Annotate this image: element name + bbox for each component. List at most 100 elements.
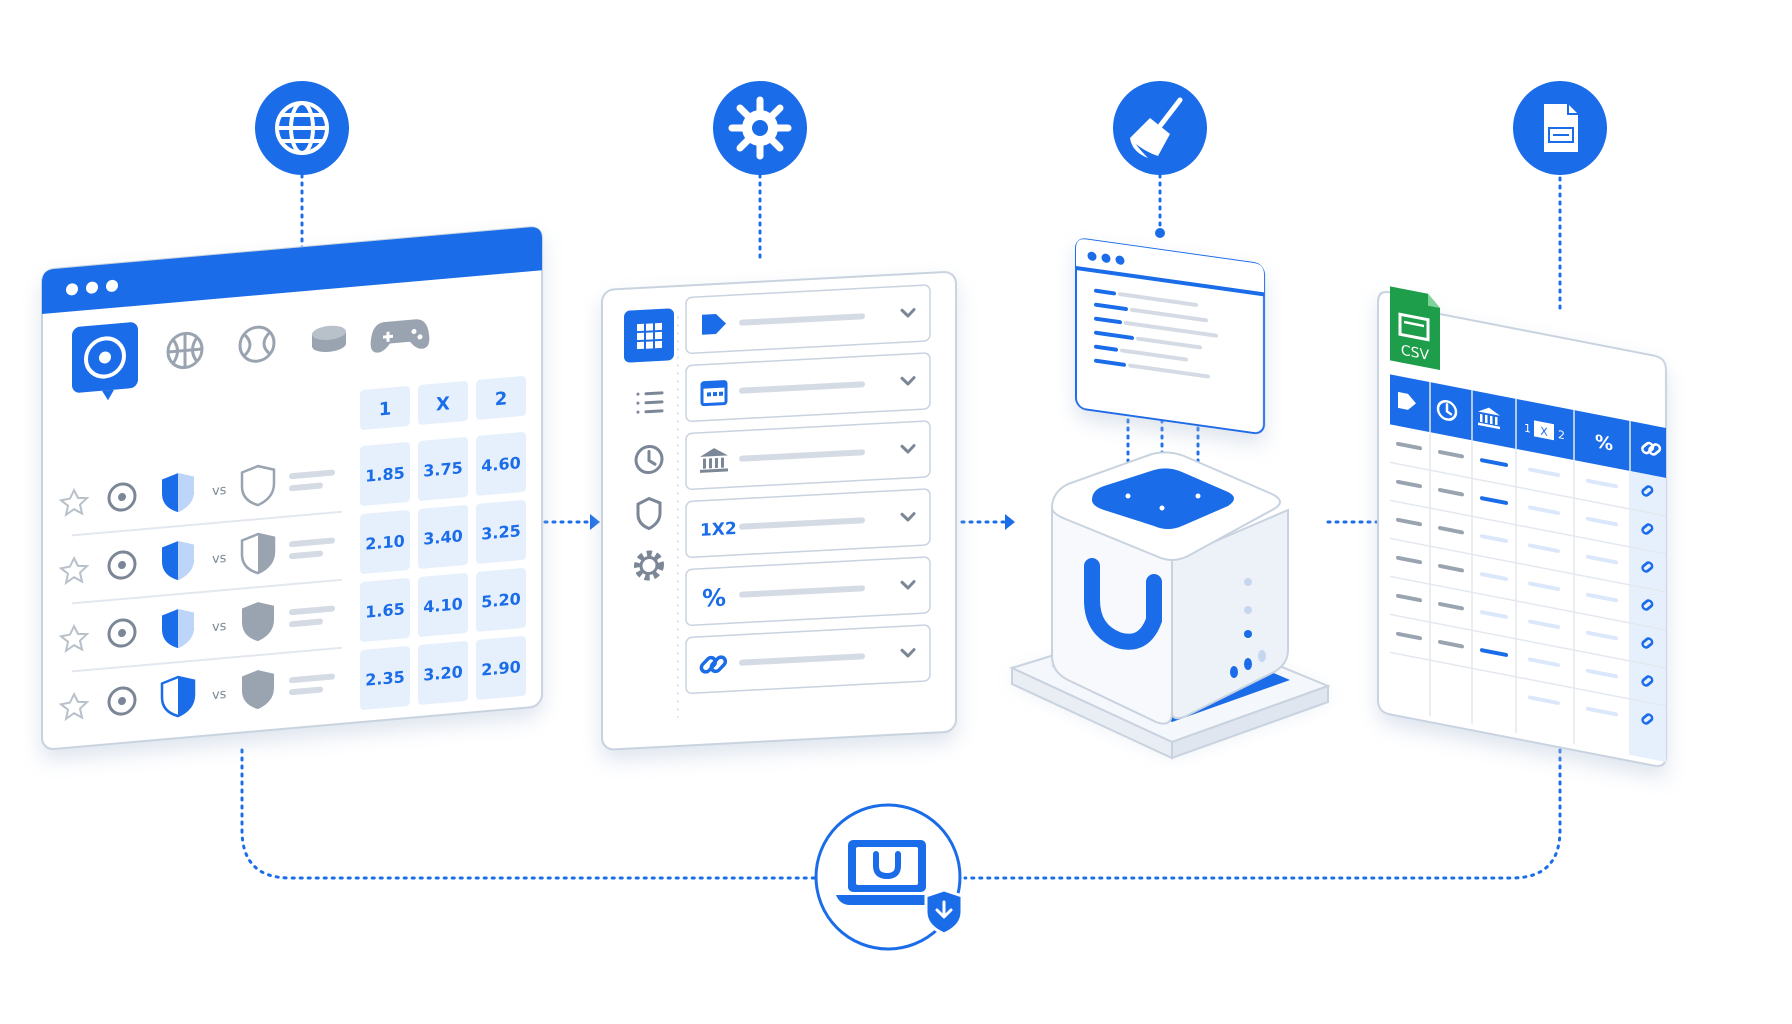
csv-table-header: 1 X 2 % <box>1390 374 1666 478</box>
percent-label: % <box>1595 431 1613 455</box>
odds-header: 1 X 2 <box>360 375 526 430</box>
tag-icon <box>702 314 726 335</box>
odds-cell[interactable] <box>418 573 468 637</box>
globe-icon <box>275 101 329 155</box>
odds-value: 3.20 <box>423 662 462 684</box>
odds-header-1: 1 <box>379 398 392 420</box>
soccer-icon <box>107 482 137 512</box>
link-icon[interactable] <box>1641 675 1654 687</box>
soccer-icon <box>107 686 137 716</box>
csv-badge-label: CSV <box>1401 343 1430 364</box>
secure-laptop-badge <box>814 803 964 951</box>
laptop-icon <box>836 840 940 905</box>
link-icon[interactable] <box>1641 713 1654 725</box>
odds-value: 1.65 <box>365 599 404 621</box>
csv-document-icon <box>1544 104 1578 152</box>
field-row-percent[interactable]: % <box>685 556 931 627</box>
link-icon[interactable] <box>1641 637 1654 649</box>
mini-browser-window <box>1075 238 1265 435</box>
odds-value: 2.90 <box>481 657 520 679</box>
calendar-icon <box>700 380 728 407</box>
clock-icon <box>1436 399 1458 421</box>
odds-cell[interactable] <box>476 499 526 564</box>
list-icon[interactable] <box>636 391 664 414</box>
link-icon[interactable] <box>1641 485 1654 497</box>
odds-value: 3.40 <box>423 526 462 548</box>
odds-cell[interactable] <box>360 578 410 642</box>
step-globe <box>255 81 349 175</box>
link-icon[interactable] <box>1641 599 1654 611</box>
odds-header-x: X <box>436 393 450 415</box>
star-icon[interactable] <box>58 555 90 586</box>
chevron-down-icon <box>900 580 916 590</box>
odds-cell[interactable] <box>476 431 526 496</box>
odds-value: 2.35 <box>365 667 404 689</box>
chevron-down-icon <box>900 308 916 318</box>
odds-cell[interactable] <box>360 442 410 506</box>
settings-panel: 1X2 % <box>601 271 957 751</box>
cleaning-server <box>1009 451 1331 760</box>
gear-icon[interactable] <box>634 550 664 581</box>
field-rows: 1X2 % <box>685 284 931 695</box>
odds-value: 4.60 <box>481 453 520 475</box>
vs-label: vs <box>212 687 227 703</box>
shield-icon[interactable] <box>636 496 662 531</box>
clock-icon[interactable] <box>634 445 664 475</box>
odds-cell[interactable] <box>418 437 468 501</box>
field-row-link[interactable] <box>685 624 931 695</box>
field-row-calendar[interactable] <box>685 352 931 423</box>
bank-icon <box>1478 407 1500 430</box>
odds-header-2: 2 <box>495 388 508 410</box>
odds-rows: vs 1.85 3.75 4.60 vs <box>58 431 526 722</box>
star-icon[interactable] <box>58 487 90 518</box>
soccer-icon <box>84 336 126 379</box>
bank-icon <box>700 448 728 473</box>
settings-sidebar <box>624 308 679 719</box>
gamepad-icon[interactable] <box>370 318 430 353</box>
odds-value: 3.75 <box>423 458 462 480</box>
table-row: vs 1.65 4.10 5.20 <box>58 567 526 673</box>
star-icon[interactable] <box>58 623 90 654</box>
chevron-down-icon <box>900 512 916 522</box>
chevron-down-icon <box>900 444 916 454</box>
odds-value: 3.25 <box>481 521 520 543</box>
table-row <box>1390 555 1666 631</box>
header-1: 1 <box>1524 421 1531 435</box>
field-row-1x2[interactable]: 1X2 <box>685 488 931 559</box>
table-row <box>1390 631 1666 707</box>
odds-cell[interactable] <box>476 635 526 700</box>
soccer-icon <box>107 618 137 648</box>
odds-cell[interactable] <box>360 646 410 710</box>
odds-browser-window: 1 X 2 vs 1.85 3.75 4.60 <box>41 226 543 750</box>
connectors <box>240 173 1562 880</box>
link-icon[interactable] <box>1641 561 1654 573</box>
odds-value: 2.10 <box>365 531 404 553</box>
odds-cell[interactable] <box>418 505 468 569</box>
link-icon <box>699 655 728 674</box>
hockey-puck-icon[interactable] <box>312 324 346 353</box>
basketball-icon[interactable] <box>166 331 204 370</box>
link-icon[interactable] <box>1641 523 1654 535</box>
csv-table-body <box>1390 381 1666 762</box>
vs-label: vs <box>212 619 227 635</box>
field-row-bank[interactable] <box>685 420 931 491</box>
tag-icon <box>1398 391 1416 410</box>
table-row <box>1390 479 1666 555</box>
table-row: vs 2.10 3.40 3.25 <box>58 499 526 605</box>
team-shield-icon <box>240 464 276 507</box>
chevron-down-icon <box>900 648 916 658</box>
sports-tabs <box>72 318 430 401</box>
percent-label: % <box>702 584 726 613</box>
odds-cell[interactable] <box>360 510 410 574</box>
row-link-icons <box>1641 485 1654 725</box>
table-row <box>1390 517 1666 593</box>
step-gear <box>713 81 807 175</box>
table-row: vs 2.35 3.20 2.90 <box>58 635 526 722</box>
odds-cell[interactable] <box>418 641 468 705</box>
table-row <box>1390 593 1666 669</box>
field-row-tag[interactable] <box>685 284 931 355</box>
tennis-icon[interactable] <box>238 325 276 363</box>
odds-cell[interactable] <box>476 567 526 632</box>
star-icon[interactable] <box>58 691 90 722</box>
